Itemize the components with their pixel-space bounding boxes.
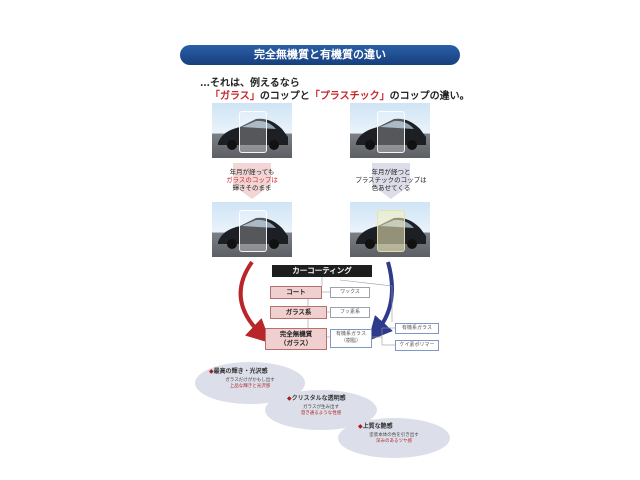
feature-3-body: 塗装本体の色を引き出す 深みのあるツヤ感 bbox=[338, 433, 450, 445]
full-inorganic-line-2: （ガラス） bbox=[279, 338, 313, 347]
wax-box: ワックス bbox=[330, 287, 370, 298]
car-coating-header: カーコーティング bbox=[272, 265, 372, 277]
car-photo-plastic-before bbox=[350, 103, 430, 158]
fluorine-box: フッ素系 bbox=[330, 307, 370, 318]
intro-mid: のコップと bbox=[259, 91, 310, 102]
note-glass-line-3: 輝きそのまま bbox=[232, 184, 272, 192]
organic-glass-box: 有機系ガラス bbox=[395, 323, 439, 334]
full-inorganic-box: 完全無機質 （ガラス） bbox=[265, 328, 327, 350]
feature-ellipse-3: ◆上質な艶感 塗装本体の色を引き出す 深みのあるツヤ感 bbox=[338, 418, 450, 458]
red-curved-arrow bbox=[238, 260, 271, 344]
plastic-cup-icon bbox=[377, 111, 405, 153]
down-arrow-right bbox=[366, 163, 416, 199]
full-inorganic-line-1: 完全無機質 bbox=[279, 330, 313, 338]
diamond-icon: ◆ bbox=[358, 423, 363, 430]
glass-cup-icon bbox=[239, 111, 267, 153]
car-illustration bbox=[356, 118, 426, 150]
quote-open: 「 bbox=[210, 91, 220, 102]
organic-resin-line-1: 有機系ガラス bbox=[336, 331, 366, 337]
glass-word: ガラス bbox=[220, 91, 250, 102]
feature-2-body: ガラスが生み出す 澄き通るような性感 bbox=[265, 405, 377, 417]
glass-type-box: ガラス系 bbox=[270, 306, 327, 319]
coat-box: コート bbox=[270, 286, 322, 299]
quote-close-2: 」 bbox=[379, 91, 390, 102]
car-photo-glass-after bbox=[212, 202, 292, 257]
car-photo-plastic-after bbox=[350, 202, 430, 257]
plastic-word: プラスチック bbox=[319, 91, 380, 102]
intro-end: のコップの違い。 bbox=[389, 91, 470, 102]
feature-1-line-2: 上品な輝きと光沢感 bbox=[229, 384, 271, 389]
feature-2-line-1: ガラスが生み出す bbox=[303, 405, 339, 410]
car-photo-glass-before bbox=[212, 103, 292, 158]
diamond-icon: ◆ bbox=[287, 395, 292, 402]
title-banner: 完全無機質と有機質の違い bbox=[180, 45, 460, 65]
faded-plastic-cup-icon bbox=[377, 210, 405, 252]
quote-open-2: 「 bbox=[309, 91, 320, 102]
feature-3-title-text: 上質な艶感 bbox=[362, 423, 393, 430]
organic-glass-resin-box: 有機系ガラス （樹脂） bbox=[330, 329, 372, 348]
feature-3-line-2: 深みのあるツヤ感 bbox=[376, 439, 412, 444]
note-glass: 年月が経っても ガラスのコップは 輝きそのまま bbox=[212, 168, 292, 192]
note-plastic-line-2: プラスチックのコップは bbox=[355, 176, 427, 184]
car-illustration bbox=[218, 118, 288, 150]
note-glass-line-2: ガラスのコップは bbox=[226, 176, 278, 184]
car-illustration bbox=[218, 217, 288, 249]
feature-3-title: ◆上質な艶感 bbox=[358, 421, 393, 430]
note-plastic: 年月が経つと プラスチックのコップは 色あせてくる bbox=[346, 168, 436, 192]
note-glass-line-1: 年月が経っても bbox=[229, 168, 275, 176]
organic-resin-line-2: （樹脂） bbox=[340, 338, 361, 344]
feature-1-title: ◆最高の輝き・光沢感 bbox=[209, 366, 268, 375]
feature-2-title-text: クリスタルな透明感 bbox=[291, 395, 346, 402]
silicone-polymer-box: ケイ素ポリマー bbox=[395, 340, 439, 351]
quote-close: 」 bbox=[249, 91, 260, 102]
note-plastic-line-1: 年月が経つと bbox=[371, 168, 411, 176]
feature-2-line-2: 澄き通るような性感 bbox=[300, 411, 342, 416]
glass-cup-icon bbox=[239, 210, 267, 252]
intro-line-1: …それは、例えるなら bbox=[200, 78, 300, 89]
feature-1-title-text: 最高の輝き・光沢感 bbox=[213, 368, 268, 375]
blue-curved-arrow bbox=[368, 261, 394, 341]
note-plastic-line-3: 色あせてくる bbox=[371, 184, 411, 192]
down-arrow-left bbox=[227, 163, 277, 199]
feature-1-body: ガラスだけがかもし出す 上品な輝きと光沢感 bbox=[195, 378, 305, 390]
feature-2-title: ◆クリスタルな透明感 bbox=[287, 393, 346, 402]
intro-line-2: 「ガラス」のコップと「プラスチック」のコップの違い。 bbox=[210, 87, 470, 102]
feature-1-line-1: ガラスだけがかもし出す bbox=[225, 378, 275, 383]
feature-3-line-1: 塗装本体の色を引き出す bbox=[369, 433, 419, 438]
diamond-icon: ◆ bbox=[209, 368, 214, 375]
